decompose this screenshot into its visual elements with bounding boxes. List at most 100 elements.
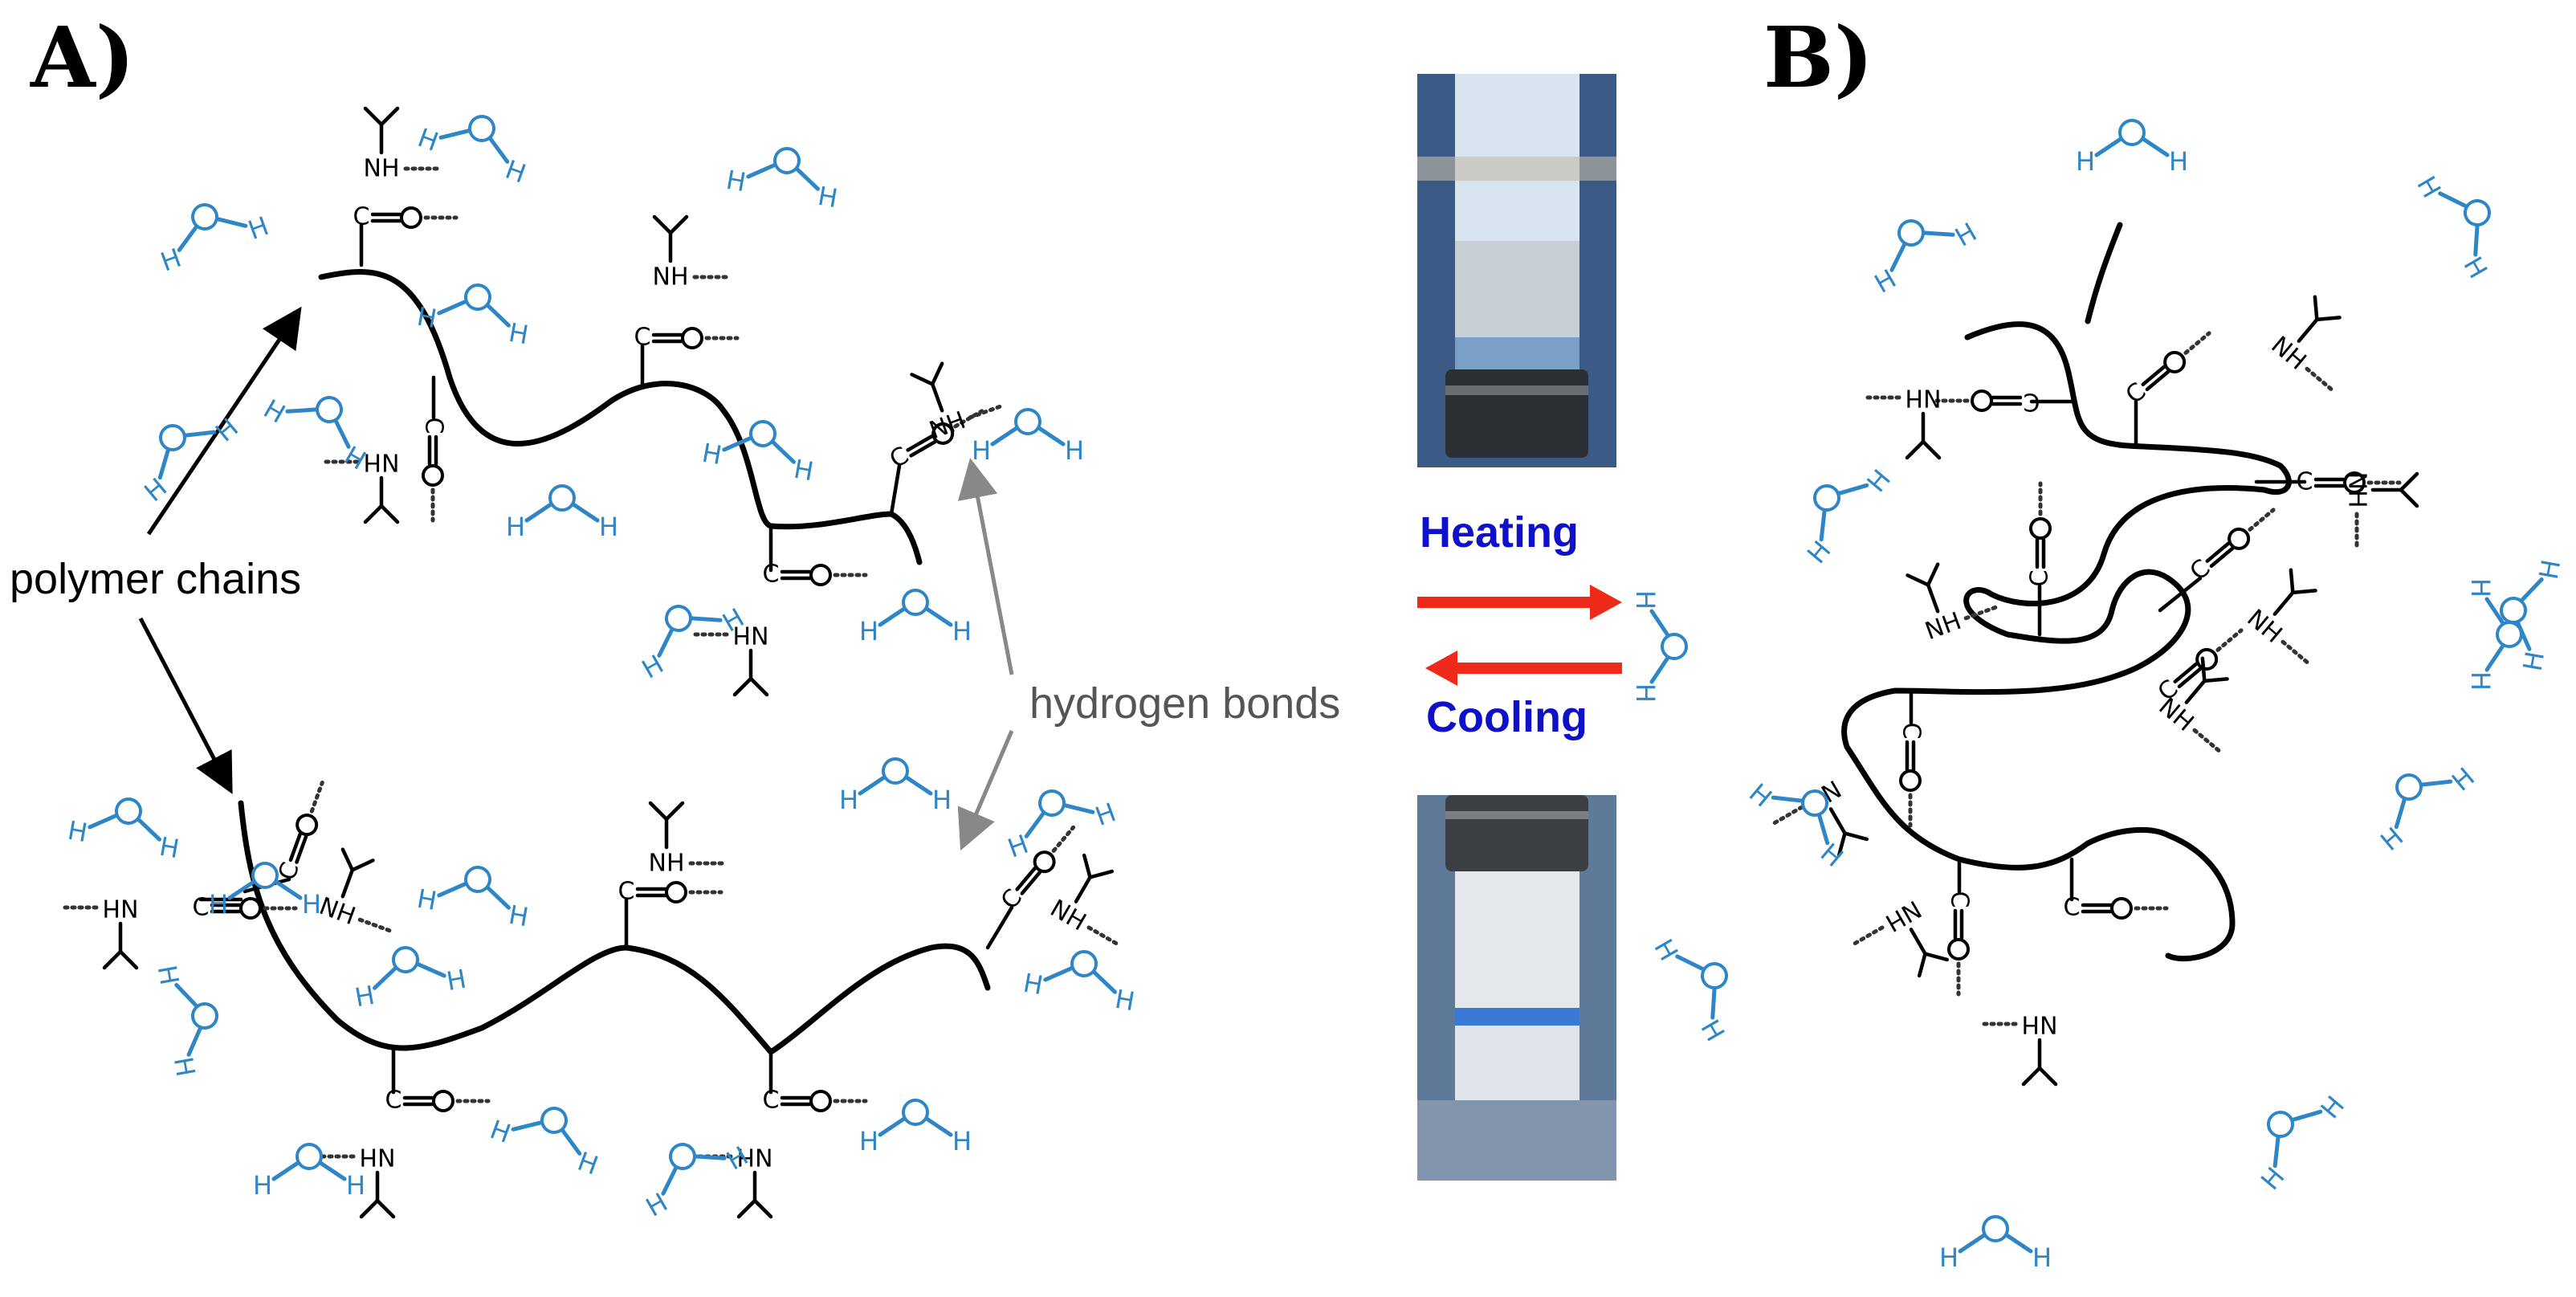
water-oxygen <box>1813 484 1840 512</box>
carbonyl-group: C <box>618 878 723 906</box>
water-hydrogen: H <box>641 1187 673 1223</box>
heating-label: Heating <box>1420 508 1579 557</box>
amide-group: NH <box>692 621 769 697</box>
oxygen-atom <box>239 897 262 920</box>
amide-nh: NH <box>653 263 689 292</box>
amide-nh: NH <box>737 1143 773 1171</box>
water-molecule: HH <box>1801 463 1897 569</box>
water-oxygen <box>2267 1111 2294 1138</box>
carbonyl-group: C <box>1897 723 1926 828</box>
water-oxygen <box>1897 219 1925 247</box>
water-molecule: HH <box>486 1107 602 1181</box>
water-hydrogen: H <box>157 831 181 865</box>
carbonyl-group: C <box>2185 508 2276 586</box>
oxygen-atom <box>1899 769 1922 792</box>
water-hydrogen: H <box>952 1126 972 1156</box>
oxygen-atom <box>1971 390 1993 412</box>
amide-group: NH <box>2242 568 2317 665</box>
carbon-atom: C <box>618 878 635 906</box>
water-hydrogen: H <box>1630 683 1661 703</box>
water-hydrogen: H <box>1630 590 1661 610</box>
carbon-atom: C <box>2024 388 2040 416</box>
water-oxygen <box>392 946 419 973</box>
water-oxygen <box>1701 962 1728 989</box>
amide-nh: NH <box>360 1143 396 1171</box>
oxygen-atom <box>296 814 319 837</box>
water-molecule: HH <box>1648 934 1730 1046</box>
polymer-chain-arrows <box>138 306 302 794</box>
water-oxygen <box>1801 789 1828 817</box>
amide-group: NH <box>2266 295 2342 392</box>
carbonyl-group: C <box>1934 388 2040 416</box>
carbon-atom: C <box>763 561 780 589</box>
cooling-label: Cooling <box>1426 693 1588 741</box>
water-oxygen <box>464 866 491 893</box>
carbon-atom: C <box>1897 723 1926 740</box>
oxygen-atom <box>400 206 422 229</box>
water-oxygen <box>2500 597 2527 624</box>
water-hydrogen: H <box>2255 1161 2291 1196</box>
water-hydrogen: H <box>1869 263 1901 300</box>
polymer-chains-label: polymer chains <box>10 555 302 603</box>
water-oxygen <box>665 605 692 632</box>
water-hydrogen: H <box>506 512 525 542</box>
carbon-atom: C <box>763 1087 780 1115</box>
water-oxygen <box>902 1099 929 1126</box>
carbon-atom: C <box>2064 894 2081 922</box>
water-hydrogen: H <box>65 815 89 849</box>
water-hydrogen: H <box>1694 1014 1730 1046</box>
water-hydrogen: H <box>839 785 858 815</box>
water-hydrogen: H <box>1091 797 1120 832</box>
water-hydrogen: H <box>1113 984 1137 1018</box>
heating-arrow <box>1417 585 1622 620</box>
carbon-atom: C <box>634 324 651 352</box>
panel-a-lower-chain <box>198 800 1014 1095</box>
water-hydrogen: H <box>1801 535 1837 569</box>
water-oxygen <box>191 1002 218 1030</box>
water-molecule: HH <box>1630 590 1688 703</box>
water-hydrogen: H <box>244 210 273 246</box>
amide-nh: NH <box>1922 607 1965 646</box>
water-molecule: HH <box>414 115 530 190</box>
panel-a-label: A) <box>31 8 135 107</box>
amide-group: NH <box>323 448 400 524</box>
carbonyl-group: C <box>2297 468 2402 496</box>
water-oxygen <box>1982 1215 2009 1242</box>
water-hydrogen: H <box>152 963 185 987</box>
water-hydrogen: H <box>1950 217 1982 253</box>
amide-nh: NH <box>649 850 685 878</box>
amide-group: NH <box>2154 656 2229 753</box>
water-hydrogen: H <box>1065 435 1084 466</box>
water-hydrogen: H <box>1743 777 1778 814</box>
water-oxygen <box>1070 950 1098 977</box>
carbon-atom: C <box>2026 570 2054 587</box>
oxygen-atom <box>665 881 687 903</box>
carbon-atom: C <box>193 894 210 922</box>
amide-nh: NH <box>364 448 400 476</box>
water-molecule: HH <box>2465 578 2523 691</box>
water-molecule: HH <box>641 1140 753 1223</box>
amide-nh: NH <box>2266 331 2312 376</box>
water-oxygen <box>2118 119 2146 146</box>
oxygen-atom <box>2163 350 2187 373</box>
water-hydrogen: H <box>816 181 840 214</box>
water-hydrogen: H <box>2446 761 2480 797</box>
carbon-atom: C <box>885 442 914 475</box>
water-oxygen <box>902 589 929 616</box>
water-hydrogen: H <box>792 454 816 487</box>
water-oxygen <box>1014 408 1041 435</box>
amide-group: NH <box>62 894 139 970</box>
panel-a-upper-chain <box>318 222 923 573</box>
amide-nh: NH <box>2343 472 2371 508</box>
water-oxygen <box>316 396 343 423</box>
amide-nh: NH <box>1881 895 1926 937</box>
oxygen-atom <box>681 327 703 349</box>
